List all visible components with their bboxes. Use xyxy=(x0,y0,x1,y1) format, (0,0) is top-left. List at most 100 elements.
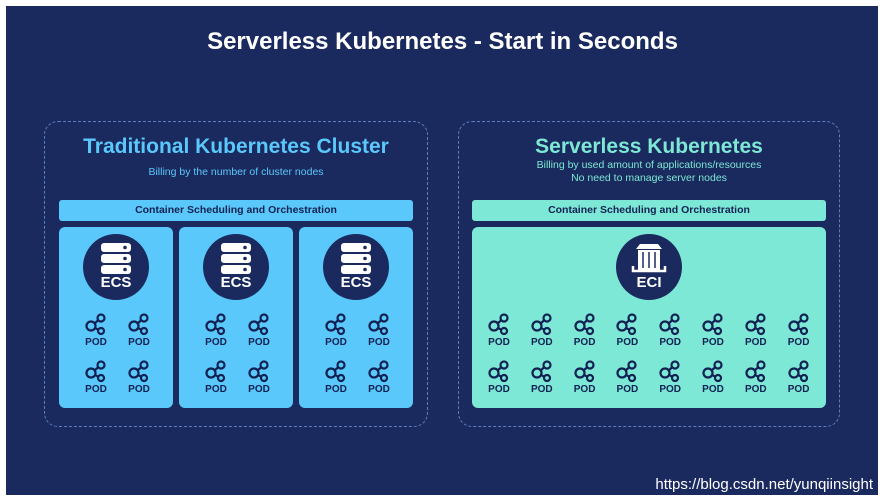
pod-icon xyxy=(248,313,269,336)
ecs-badge: ECS xyxy=(203,234,269,300)
pod-icon xyxy=(745,360,766,383)
server-stack-icon xyxy=(101,243,131,274)
pod-icon xyxy=(128,360,149,383)
pod-label: POD xyxy=(488,384,510,395)
pod-item: POD xyxy=(568,359,602,399)
pod-label: POD xyxy=(744,384,767,395)
pod-item: POD xyxy=(79,312,113,352)
pod-icon xyxy=(659,313,680,336)
pod-item: POD xyxy=(568,312,602,352)
pod-icon xyxy=(573,360,595,383)
pod-item: POD xyxy=(739,359,773,399)
pod-icon xyxy=(368,360,389,383)
pod-item: POD xyxy=(739,312,773,352)
pod-item: POD xyxy=(122,312,156,352)
pod-label: POD xyxy=(616,337,639,348)
ecs-badge: ECS xyxy=(83,234,149,300)
pod-item: POD xyxy=(319,312,353,352)
pod-item: POD xyxy=(696,312,730,352)
eci-badge: ECI xyxy=(616,234,682,300)
ecs-label: ECS xyxy=(220,274,252,291)
pod-item: POD xyxy=(482,359,516,399)
traditional-cluster-panel xyxy=(44,121,428,427)
pod-item: POD xyxy=(362,312,396,352)
diagram-title: Serverless Kubernetes - Start in Seconds xyxy=(207,28,678,55)
pod-item: POD xyxy=(782,359,816,399)
pod-item: POD xyxy=(199,359,233,399)
pod-label: POD xyxy=(702,337,724,348)
pod-label: POD xyxy=(368,384,390,395)
pod-item: POD xyxy=(653,359,687,399)
pod-item: POD xyxy=(242,359,276,399)
pod-label: POD xyxy=(368,337,390,348)
pod-label: POD xyxy=(128,384,150,395)
serverless-subtitle-line1: Billing by used amount of applications/r… xyxy=(536,159,762,171)
pod-item: POD xyxy=(525,359,559,399)
pod-item: POD xyxy=(525,312,559,352)
pod-item: POD xyxy=(610,312,644,352)
pod-label: POD xyxy=(573,384,596,395)
ecs-badge: ECS xyxy=(323,234,389,300)
pod-label: POD xyxy=(787,384,810,395)
pod-icon xyxy=(702,360,723,383)
pod-item: POD xyxy=(696,359,730,399)
pod-icon xyxy=(531,313,552,336)
pod-label: POD xyxy=(787,337,810,348)
pod-icon xyxy=(787,313,809,336)
serverless-title: Serverless Kubernetes xyxy=(535,135,763,158)
pod-item: POD xyxy=(610,359,644,399)
ecs-label: ECS xyxy=(340,274,372,291)
pod-icon xyxy=(325,360,346,383)
pod-label: POD xyxy=(325,337,347,348)
pod-label: POD xyxy=(530,384,553,395)
pod-icon xyxy=(368,313,389,336)
traditional-subtitle: Billing by the number of cluster nodes xyxy=(148,166,324,178)
pod-item: POD xyxy=(79,359,113,399)
serverless-scheduling-bar: Container Scheduling and Orchestration xyxy=(472,200,826,221)
container-box-icon xyxy=(631,244,667,273)
traditional-scheduling-bar: Container Scheduling and Orchestration xyxy=(59,200,413,221)
pod-label: POD xyxy=(573,337,596,348)
pod-item: POD xyxy=(482,312,516,352)
pod-item: POD xyxy=(199,312,233,352)
pod-icon xyxy=(85,313,106,336)
pod-label: POD xyxy=(530,337,553,348)
pod-item: POD xyxy=(653,312,687,352)
pod-label: POD xyxy=(128,337,150,348)
pod-icon xyxy=(702,313,723,336)
pod-icon xyxy=(205,360,226,383)
pod-label: POD xyxy=(702,384,724,395)
pod-icon xyxy=(659,360,680,383)
pod-icon xyxy=(325,313,346,336)
pod-icon xyxy=(573,313,595,336)
pod-icon xyxy=(745,313,766,336)
pod-item: POD xyxy=(319,359,353,399)
pod-icon xyxy=(205,313,226,336)
pod-item: POD xyxy=(122,359,156,399)
pod-label: POD xyxy=(488,337,510,348)
pod-label: POD xyxy=(205,384,227,395)
pod-icon xyxy=(488,360,509,383)
pod-label: POD xyxy=(85,384,107,395)
pod-label: POD xyxy=(248,337,270,348)
pod-icon xyxy=(128,313,149,336)
server-stack-icon xyxy=(341,243,371,274)
serverless-subtitle-line2: No need to manage server nodes xyxy=(571,172,727,184)
eci-label: ECI xyxy=(636,274,662,291)
pod-icon xyxy=(616,360,637,383)
pod-label: POD xyxy=(325,384,347,395)
pod-icon xyxy=(787,360,809,383)
pod-label: POD xyxy=(744,337,767,348)
pod-icon xyxy=(85,360,106,383)
pod-icon xyxy=(531,360,552,383)
pod-icon xyxy=(616,313,637,336)
pod-label: POD xyxy=(205,337,227,348)
serverless-panel xyxy=(458,121,840,427)
traditional-title: Traditional Kubernetes Cluster xyxy=(83,135,389,158)
pod-label: POD xyxy=(659,384,682,395)
pod-icon xyxy=(488,313,509,336)
pod-label: POD xyxy=(248,384,270,395)
pod-label: POD xyxy=(616,384,639,395)
pod-icon xyxy=(248,360,269,383)
pod-item: POD xyxy=(242,312,276,352)
